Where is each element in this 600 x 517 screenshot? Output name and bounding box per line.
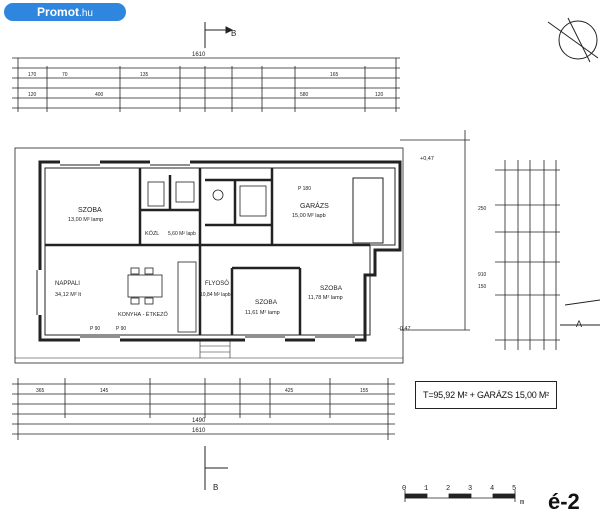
section-marker-top-label: B — [231, 29, 236, 38]
room-szoba2-name: SZOBA — [255, 299, 278, 306]
exterior-walls — [38, 160, 402, 342]
area-summary: T=95,92 M² + GARÁZS 15,00 M² — [415, 381, 557, 409]
dimension-top-3: 135 — [140, 72, 149, 78]
dimension-right-2: 150 — [478, 284, 487, 290]
room-szoba3-area: 11,78 M² lamp — [308, 295, 343, 301]
elevation-1: +0,47 — [420, 156, 434, 162]
room-folyoso-area: 10,84 M² lapb — [200, 292, 231, 298]
kitchen-counter — [177, 261, 197, 333]
room-folyoso-name: FLYOSÓ — [205, 280, 229, 287]
dimension-right-1: 250 — [478, 206, 487, 212]
entry-steps — [199, 340, 231, 358]
room-szoba2-area: 11,61 M² lamp — [245, 310, 280, 316]
scale-tick-2: 2 — [446, 485, 451, 493]
room-konyha-name: KONYHA - ÉTKEZŐ — [118, 311, 169, 318]
room-szoba1-area: 13,00 M² lamp — [68, 217, 103, 223]
dimension-top-1: 170 — [28, 72, 37, 78]
room-garazs-name: GARÁZS — [300, 201, 329, 210]
dimension-top-total: 1610 — [192, 52, 206, 58]
scale-tick-0: 0 — [402, 485, 407, 493]
windows — [36, 160, 355, 342]
room-kozl-area: 5,60 M² lapb — [168, 231, 196, 237]
dimension-bottom-3: 425 — [285, 388, 294, 394]
watermark-brand: Promot — [37, 5, 80, 19]
dimension-right-3: 910 — [478, 272, 487, 278]
dimension-top-4: 165 — [330, 72, 339, 78]
scale-unit: m — [520, 499, 525, 507]
section-marker-top — [204, 22, 234, 48]
section-marker-a — [560, 299, 600, 326]
bathroom-fixtures — [147, 181, 267, 217]
dimension-bottom-row: 1490 — [192, 418, 206, 424]
dimension-top-7: 580 — [300, 92, 309, 98]
room-garazs-area: 15,00 M² lapb — [292, 213, 326, 219]
interior-walls — [45, 168, 370, 335]
garage-column — [352, 177, 384, 244]
section-marker-bottom-label: B — [213, 483, 218, 492]
room-nappali-area: 34,12 M² lt — [55, 292, 81, 298]
dimension-bottom-2: 145 — [100, 388, 109, 394]
bottom-dimension-lines — [12, 378, 395, 440]
scale-tick-5: 5 — [512, 485, 517, 493]
dimension-bottom-4: 155 — [360, 388, 369, 394]
room-kozl-name: KÖZL — [145, 230, 159, 237]
sheet-id: é-2 — [548, 489, 580, 514]
room-szoba3-name: SZOBA — [320, 285, 343, 292]
room-nappali-name: NAPPALI — [55, 281, 80, 287]
scale-tick-1: 1 — [424, 485, 429, 493]
plan-boundary — [14, 147, 404, 364]
dimension-top-8: 120 — [375, 92, 384, 98]
right-dimension-lines — [400, 130, 560, 350]
scale-tick-3: 3 — [468, 485, 473, 493]
dimension-top-6: 400 — [95, 92, 104, 98]
opening-3: P 180 — [298, 186, 311, 192]
section-marker-bottom — [204, 446, 228, 490]
scale-bar — [404, 490, 516, 502]
promot-watermark: Promot.hu — [4, 3, 126, 21]
dimension-bottom-1: 365 — [36, 388, 45, 394]
north-arrow-icon — [547, 17, 599, 63]
watermark-tld: .hu — [79, 8, 93, 19]
opening-2: P 90 — [116, 326, 126, 332]
dimension-top-2: 70 — [62, 72, 68, 78]
scale-tick-4: 4 — [490, 485, 495, 493]
dimension-bottom-total: 1610 — [192, 428, 206, 434]
dining-table — [127, 267, 163, 305]
top-dimension-lines — [12, 57, 400, 112]
section-arrow-label: A — [576, 319, 582, 329]
room-szoba1-name: SZOBA — [78, 207, 102, 214]
dimension-top-5: 120 — [28, 92, 37, 98]
elevation-2: -0,47 — [398, 326, 411, 332]
opening-1: P 90 — [90, 326, 100, 332]
